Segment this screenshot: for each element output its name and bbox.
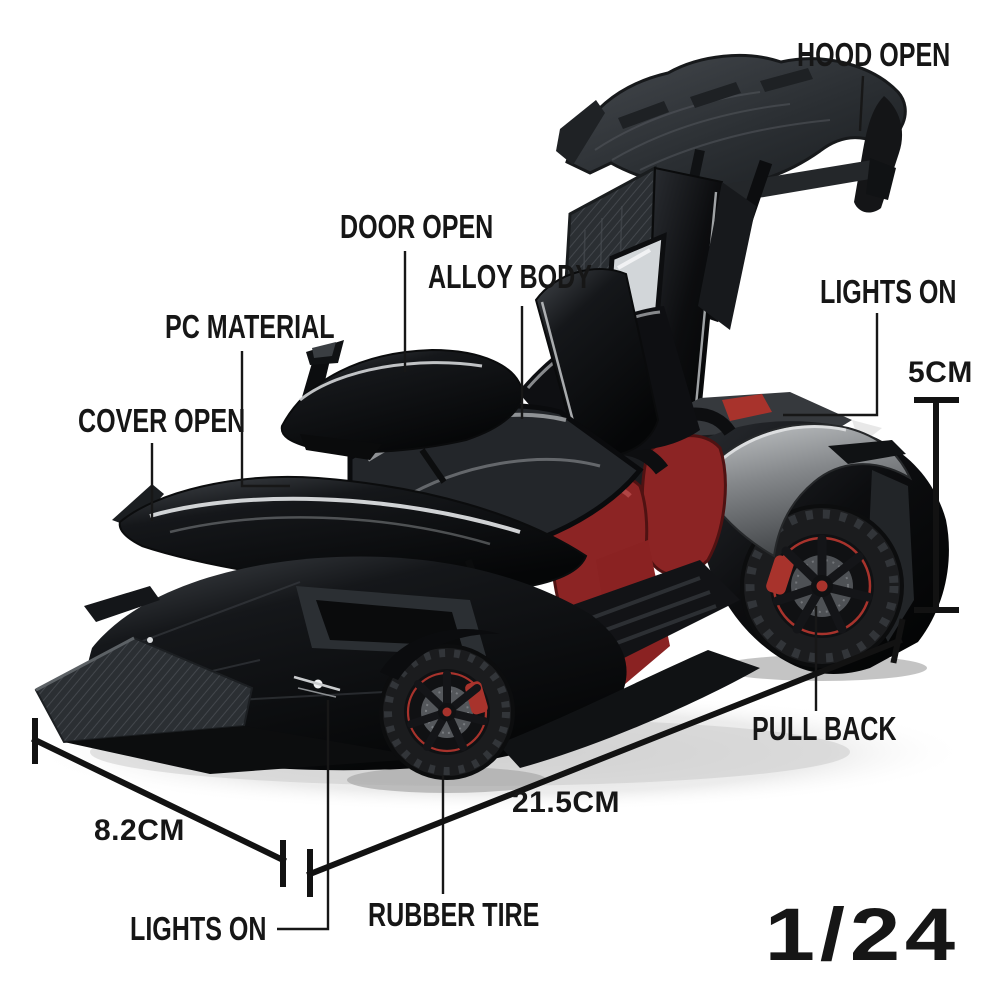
- callout-label-rubber-tire: RUBBER TIRE: [368, 896, 540, 933]
- lights-on-front-callout-line: [277, 700, 330, 931]
- pc-material-callout-line: [240, 351, 290, 488]
- hood-open-callout-line: [858, 75, 865, 132]
- lights-on-rear-callout-line: [783, 313, 879, 417]
- rear-wheel: [740, 504, 904, 668]
- callout-label-pc-material: PC MATERIAL: [165, 308, 335, 345]
- callout-label-alloy-body: ALLOY BODY: [428, 258, 592, 295]
- dimension-label-width: 8.2CM: [94, 814, 185, 847]
- dimension-label-length: 21.5CM: [512, 786, 621, 819]
- dimension-label-height: 5CM: [908, 356, 973, 389]
- callout-label-door-open: DOOR OPEN: [340, 208, 494, 245]
- height-dimension-line: [914, 397, 959, 613]
- callout-label-hood-open: HOOD OPEN: [797, 36, 951, 73]
- callout-label-lights-on-rear: LIGHTS ON: [820, 273, 957, 310]
- callout-label-pull-back: PULL BACK: [752, 710, 897, 747]
- callout-label-cover-open: COVER OPEN: [78, 402, 246, 439]
- front-wheel: [379, 628, 515, 780]
- width-dimension-line: [30, 718, 288, 887]
- callout-label-lights-on-front: LIGHTS ON: [130, 910, 267, 947]
- scale-badge: 1/24: [764, 893, 960, 976]
- length-dimension-line: [306, 618, 906, 897]
- rear-fender: [698, 423, 913, 558]
- left-door-open: [280, 340, 524, 484]
